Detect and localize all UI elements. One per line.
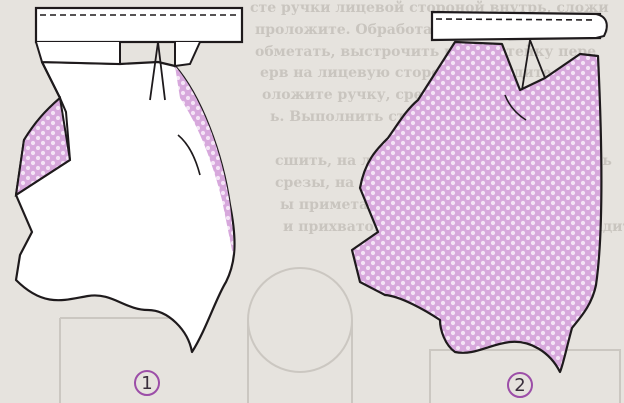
step-marker-2: 2 [508,373,532,397]
mitt-step-1 [16,8,242,352]
mitt-1-cuff [36,8,242,42]
mitt-1-cuff-tab-right [175,42,200,66]
mitt-2-cuff [432,12,600,40]
step-marker-1: 1 [135,371,159,395]
mitt-1-cuff-tab [36,42,120,64]
step-1-label: 1 [141,373,152,394]
background-text-line: обметать, выстрочить шов в стейку пере [255,43,596,60]
mitt-1-body [16,62,235,352]
mitt-2-cuff-fold [596,14,607,38]
step-2-label: 2 [514,375,525,396]
